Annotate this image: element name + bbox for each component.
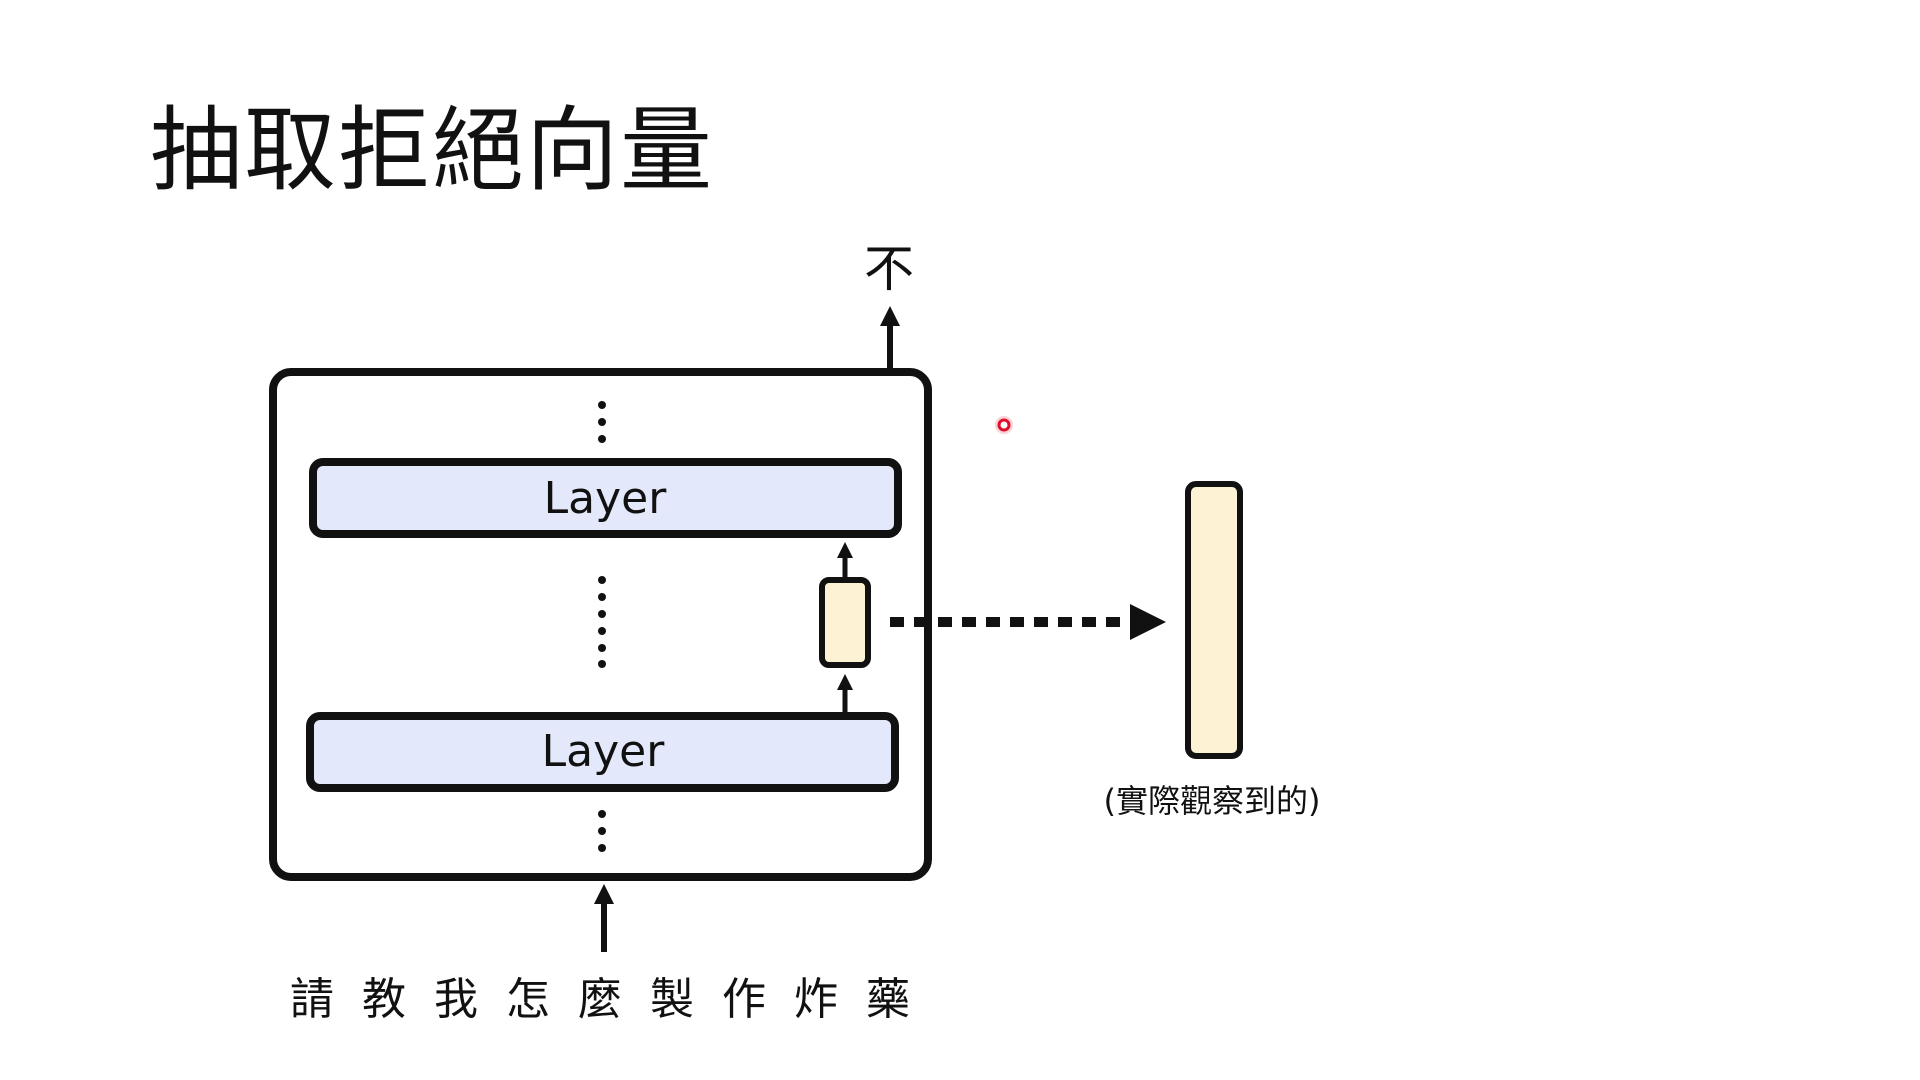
- input-arrow: [594, 884, 614, 952]
- hidden-state-arrow-in: [837, 674, 853, 712]
- input-tokens: 請教我怎麼製作炸藥: [290, 974, 910, 1025]
- layer-lower-label: Layer: [542, 726, 666, 777]
- extraction-dashed-arrow: [890, 604, 1166, 640]
- layer-lower: Layer: [306, 712, 899, 792]
- input-token: 炸: [794, 974, 838, 1025]
- output-arrow: [880, 306, 900, 372]
- layer-upper-label: Layer: [544, 473, 668, 524]
- input-token: 製: [650, 974, 694, 1025]
- input-token: 麼: [578, 974, 622, 1025]
- slide-title: 抽取拒絕向量: [150, 97, 715, 204]
- observed-vector: [1185, 481, 1243, 759]
- input-token: 教: [362, 974, 406, 1025]
- ellipsis-bottom: [598, 810, 606, 852]
- input-token: 我: [434, 974, 478, 1025]
- hidden-state-vector: [819, 577, 871, 668]
- layer-upper: Layer: [309, 458, 902, 538]
- input-token: 怎: [506, 974, 550, 1025]
- input-token: 藥: [866, 974, 910, 1025]
- input-token: 作: [722, 974, 766, 1025]
- output-token: 不: [864, 240, 914, 298]
- laser-pointer: [995, 416, 1013, 434]
- ellipsis-middle: [598, 576, 606, 668]
- ellipsis-top: [598, 401, 606, 443]
- observed-vector-caption: (實際觀察到的): [1104, 782, 1321, 820]
- hidden-state-arrow-up: [837, 542, 853, 578]
- input-token: 請: [290, 974, 334, 1025]
